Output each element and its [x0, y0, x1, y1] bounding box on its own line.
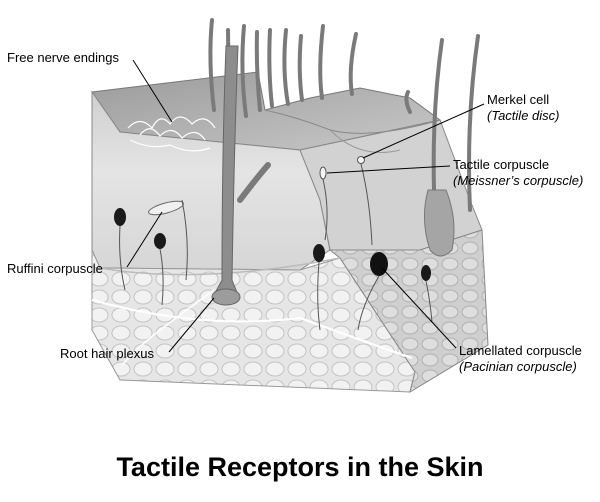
label-ruffini-corpuscle: Ruffini corpuscle: [7, 261, 103, 276]
hairs: [208, 18, 480, 212]
label-merkel-cell: Merkel cell: [487, 92, 550, 107]
label-merkel-cell-alt: (Tactile disc): [487, 108, 560, 123]
meissner-corpuscle-shape: [319, 166, 327, 180]
label-tactile-corpuscle: Tactile corpuscle: [453, 157, 550, 172]
leader-lines: [126, 59, 485, 353]
label-lamellated-corpuscle-alt: (Pacinian corpuscle): [459, 359, 577, 374]
side-follicle: [237, 162, 455, 257]
skin-block: [91, 71, 489, 394]
ruffini-corpuscle-shape: [148, 200, 184, 216]
free-nerve-endings-branches: [127, 116, 216, 152]
label-lamellated-corpuscle: Lamellated corpuscle: [459, 343, 582, 358]
label-root-hair-plexus: Root hair plexus: [60, 346, 154, 361]
merkel-cell-shape: [357, 156, 365, 164]
lamellated-corpuscle-shape: [370, 252, 388, 276]
label-tactile-corpuscle-alt: (Meissner’s corpuscle): [453, 173, 584, 188]
label-free-nerve-endings: Free nerve endings: [7, 50, 120, 65]
hair-follicle: [121, 45, 241, 366]
diagram-title: Tactile Receptors in the Skin: [116, 452, 484, 482]
